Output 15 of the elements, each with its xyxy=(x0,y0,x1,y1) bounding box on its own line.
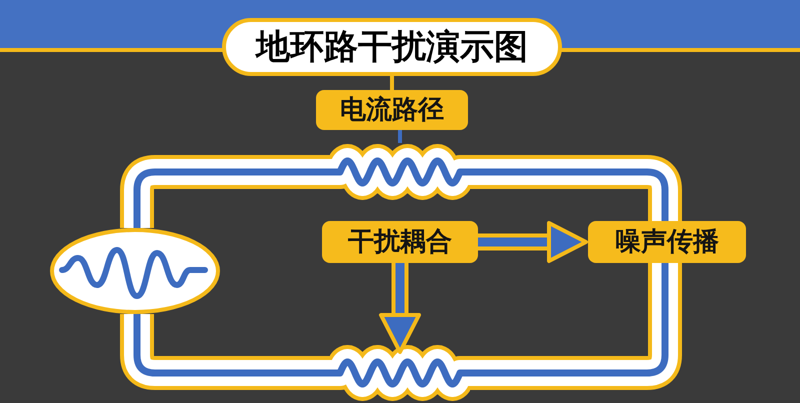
arrow xyxy=(379,263,421,354)
cable-line xyxy=(470,155,682,221)
connector-line xyxy=(390,76,394,90)
cable-line xyxy=(470,263,682,390)
connector-line xyxy=(398,130,402,143)
title-banner: 地环路干扰演示图 xyxy=(222,18,562,76)
label-box: 噪声传播 xyxy=(588,221,746,263)
cable-line xyxy=(120,155,330,228)
coil-symbol xyxy=(330,344,470,402)
cable-line xyxy=(120,314,330,390)
label-box: 干扰耦合 xyxy=(322,221,478,263)
label-box: 电流路径 xyxy=(316,90,468,130)
arrow xyxy=(478,221,588,263)
coil-symbol xyxy=(330,143,470,201)
waveform-oval xyxy=(50,228,220,314)
